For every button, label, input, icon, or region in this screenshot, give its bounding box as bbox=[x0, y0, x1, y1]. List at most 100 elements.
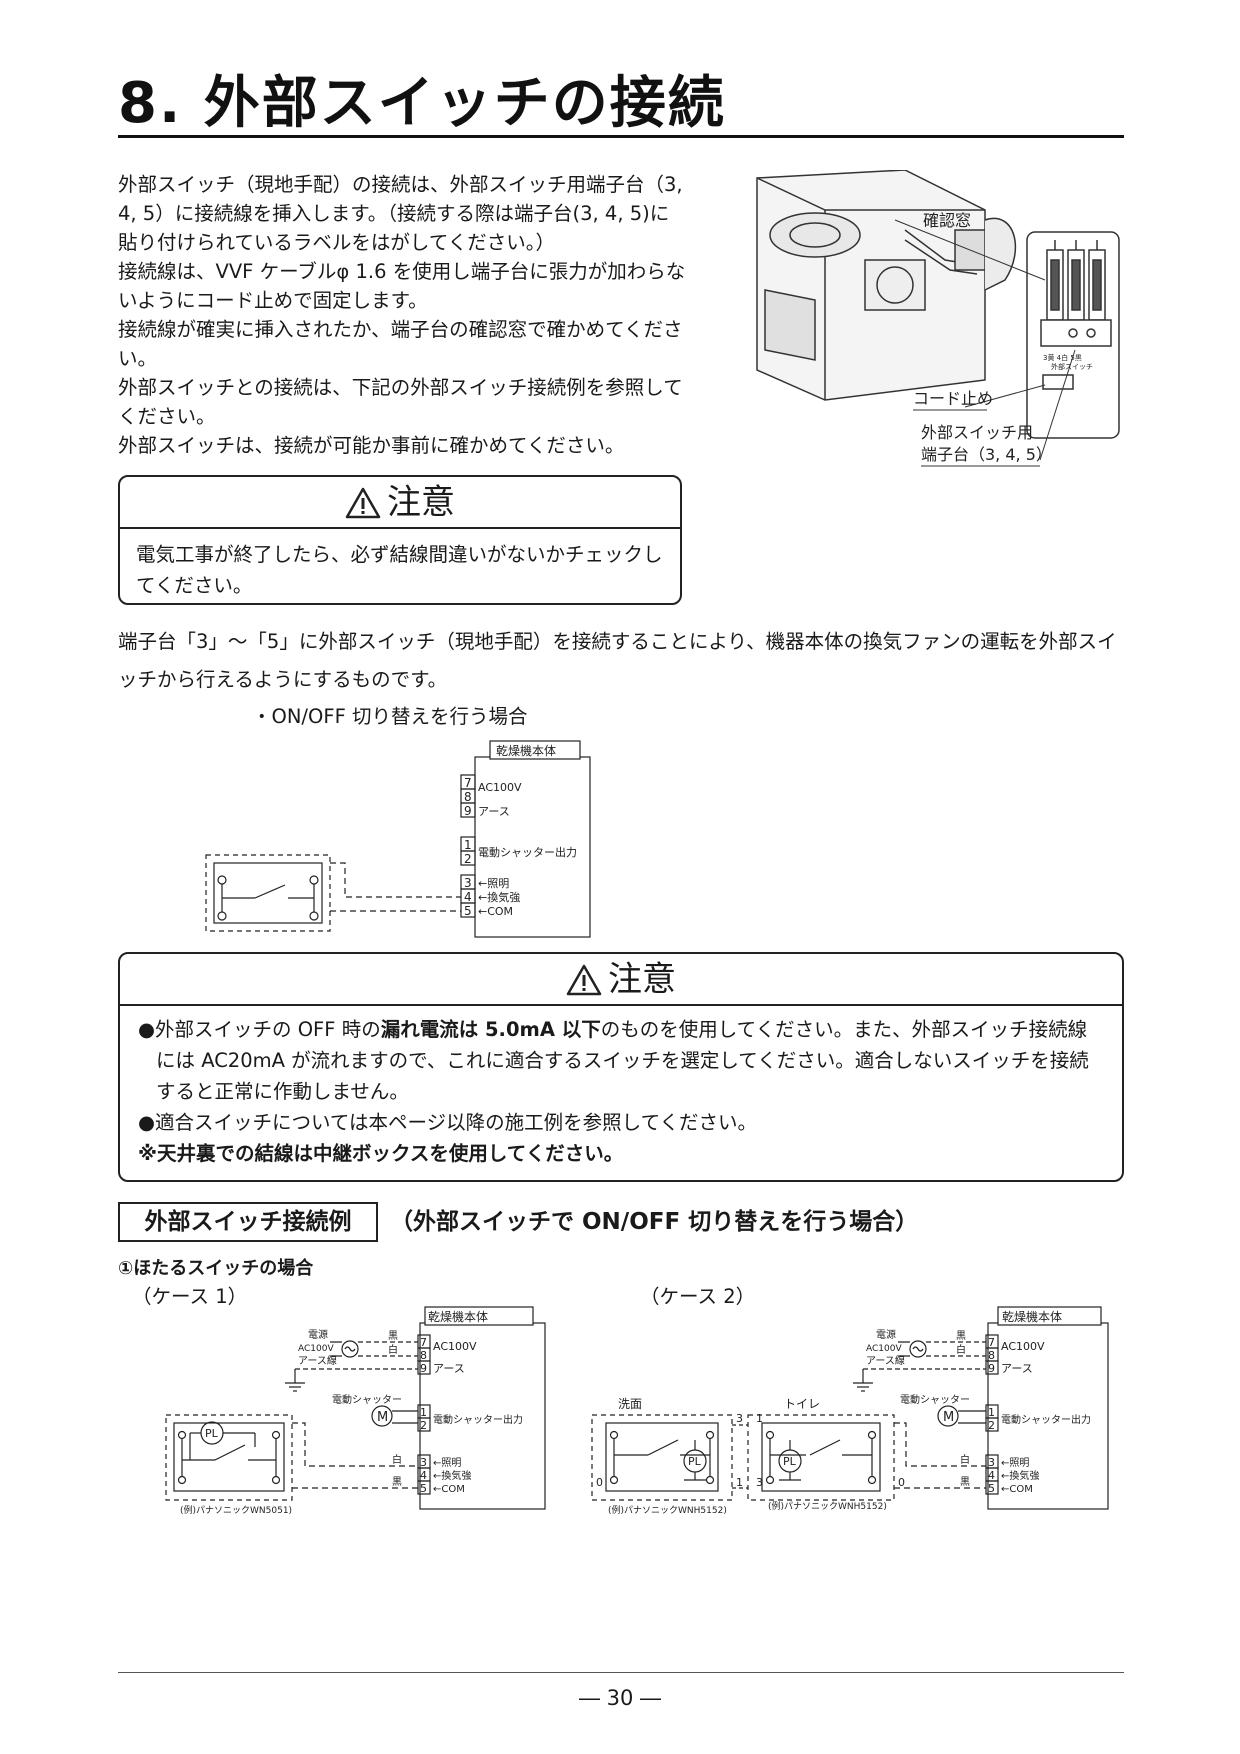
case1-earth: アース bbox=[433, 1362, 465, 1375]
intro-p2: 接続線は、VVF ケーブルφ 1.6 を使用し端子台に張力が加わらないようにコー… bbox=[118, 260, 686, 312]
label-com: ←COM bbox=[478, 905, 513, 918]
case1-white-top: 白 bbox=[388, 1343, 398, 1356]
case1-t9: 9 bbox=[420, 1362, 427, 1375]
title-rule bbox=[118, 135, 1124, 138]
case2-toilet: トイレ bbox=[784, 1397, 820, 1411]
case1-t3: 3 bbox=[420, 1456, 427, 1469]
label-light: ←照明 bbox=[478, 877, 509, 890]
footer-rule bbox=[118, 1672, 1124, 1673]
case1-unit-label: 乾燥機本体 bbox=[428, 1309, 488, 1324]
hotaru-heading: ①ほたるスイッチの場合 bbox=[118, 1258, 314, 1279]
case2-t9: 9 bbox=[988, 1362, 995, 1375]
case1-label: （ケース 1） bbox=[132, 1285, 248, 1308]
terminal-1: 1 bbox=[464, 838, 472, 852]
case2-black-top: 黒 bbox=[956, 1330, 966, 1342]
case2-n0-b: 0 bbox=[898, 1476, 905, 1489]
onoff-heading: ・ON/OFF 切り替えを行う場合 bbox=[252, 705, 528, 728]
case1-ac100: AC100V bbox=[298, 1344, 334, 1354]
case1-shutter: 電動シャッター bbox=[332, 1393, 402, 1406]
case2-pl-1: PL bbox=[688, 1455, 702, 1468]
case1-t2: 2 bbox=[420, 1419, 427, 1432]
case2-t3: 3 bbox=[988, 1456, 995, 1469]
case1-example: (例)パナソニックWN5051) bbox=[180, 1504, 292, 1516]
case1-t1: 1 bbox=[420, 1406, 427, 1419]
label-terminal-2: 端子台（3, 4, 5） bbox=[921, 445, 1052, 464]
case1-t8: 8 bbox=[420, 1349, 427, 1362]
case2-t5: 5 bbox=[988, 1482, 995, 1495]
terminal-block-drawing bbox=[1040, 240, 1112, 390]
case2-unit-label: 乾燥機本体 bbox=[1002, 1309, 1062, 1324]
terminal-7: 7 bbox=[464, 776, 472, 790]
case1-wiring-diagram: 乾燥機本体 7 8 9 AC100V アース 1 2 電動シャッター出力 3 4… bbox=[165, 1306, 546, 1516]
label-small-1: 3黄 4白 5黒 bbox=[1043, 353, 1082, 362]
case1-com: ←COM bbox=[433, 1484, 465, 1495]
case2-earth-wire: アース線 bbox=[866, 1354, 905, 1367]
case2-n1-a: 1 bbox=[756, 1412, 763, 1425]
case2-t2: 2 bbox=[988, 1419, 995, 1432]
case2-ac100: AC100V bbox=[866, 1344, 902, 1354]
diagram-unit-label: 乾燥機本体 bbox=[496, 743, 556, 758]
case1-black-bot: 黒 bbox=[392, 1476, 402, 1488]
terminal-5: 5 bbox=[464, 904, 472, 918]
intro-p4: 外部スイッチとの接続は、下記の外部スイッチ接続例を参照してください。 bbox=[118, 376, 683, 428]
unit-photo-illustration: 確認窓 3黄 4白 5黒 外部スイッチ コード止め 外部スイッチ用 端子台（3,… bbox=[756, 170, 1120, 467]
leader-terminal bbox=[1039, 349, 1076, 461]
unit-body-drawing bbox=[756, 170, 1017, 401]
terminal-3: 3 bbox=[464, 876, 472, 890]
caution-body-1: 電気工事が終了したら、必ず結線間違いがないかチェックしてください。 bbox=[136, 543, 663, 597]
case2-label: （ケース 2） bbox=[640, 1285, 756, 1308]
case1-t7: 7 bbox=[420, 1336, 427, 1349]
case1-white-bot: 白 bbox=[392, 1453, 402, 1466]
case1-t5: 5 bbox=[420, 1482, 427, 1495]
label-small-2: 外部スイッチ bbox=[1051, 362, 1093, 371]
case2-t7: 7 bbox=[988, 1336, 995, 1349]
case2-n3-b: 3 bbox=[756, 1476, 763, 1489]
caution-heading-1: 注意 bbox=[120, 477, 680, 529]
case2-earth: アース bbox=[1001, 1362, 1033, 1375]
case2-t1: 1 bbox=[988, 1406, 995, 1419]
caution-heading-2: 注意 bbox=[120, 954, 1122, 1006]
case2-example-2: (例)パナソニックWNH5152) bbox=[768, 1500, 887, 1512]
case2-vent: ←換気強 bbox=[1001, 1469, 1039, 1482]
case1-earth-wire: アース線 bbox=[298, 1354, 337, 1367]
terminal-4: 4 bbox=[464, 890, 472, 904]
case2-light: ←照明 bbox=[1001, 1457, 1029, 1469]
case2-motor: M bbox=[943, 1410, 954, 1425]
case2-ac: AC100V bbox=[1001, 1340, 1045, 1353]
case2-wiring-diagram: 乾燥機本体 7 8 9 AC100V アース 1 2 電動シャッター出力 3 4… bbox=[591, 1306, 1109, 1516]
intro-p5: 外部スイッチは、接続が可能か事前に確かめてください。 bbox=[118, 434, 625, 457]
case2-n1-b: 1 bbox=[736, 1476, 743, 1489]
case2-washroom: 洗面 bbox=[618, 1397, 642, 1411]
case2-com: ←COM bbox=[1001, 1484, 1033, 1495]
case2-example-1: (例)パナソニックWNH5152) bbox=[608, 1504, 727, 1516]
case2-t8: 8 bbox=[988, 1349, 995, 1362]
label-earth: アース bbox=[478, 805, 510, 818]
caution-box-1: 注意 電気工事が終了したら、必ず結線間違いがないかチェックしてください。 bbox=[118, 475, 682, 605]
case2-power: 電源 bbox=[876, 1328, 896, 1341]
intro-text: 外部スイッチ（現地手配）の接続は、外部スイッチ用端子台（3, 4, 5）に接続線… bbox=[118, 170, 688, 460]
warning-triangle-icon bbox=[345, 487, 381, 518]
leader-cordstop bbox=[964, 384, 1046, 408]
terminal-2: 2 bbox=[464, 852, 472, 866]
case1-light: ←照明 bbox=[433, 1457, 461, 1469]
case2-shutter: 電動シャッター bbox=[900, 1393, 970, 1406]
description-paragraph: 端子台「3」～「5」に外部スイッチ（現地手配）を接続することにより、機器本体の換… bbox=[118, 630, 1117, 691]
caution-box-2: 注意 ●外部スイッチの OFF 時の漏れ電流は 5.0mA 以下のものを使用して… bbox=[118, 952, 1124, 1182]
intro-p1: 外部スイッチ（現地手配）の接続は、外部スイッチ用端子台（3, 4, 5）に接続線… bbox=[118, 173, 683, 254]
case2-shutter-out: 電動シャッター出力 bbox=[1001, 1413, 1091, 1426]
caution-body-2: ●外部スイッチの OFF 時の漏れ電流は 5.0mA 以下のものを使用してくださ… bbox=[120, 1006, 1122, 1169]
page-number: ― 30 ― bbox=[578, 1686, 662, 1710]
case1-ac: AC100V bbox=[433, 1340, 477, 1353]
section-heading-text: （外部スイッチで ON/OFF 切り替えを行う場合） bbox=[390, 1209, 919, 1235]
case1-pl: PL bbox=[205, 1427, 219, 1440]
caution-title-1: 注意 bbox=[387, 482, 455, 523]
case1-black-top: 黒 bbox=[388, 1330, 398, 1342]
case1-motor: M bbox=[377, 1410, 388, 1425]
bullet1-pre: ●外部スイッチの OFF 時の bbox=[138, 1018, 381, 1041]
caution-note: ※天井裏での結線は中継ボックスを使用してください。 bbox=[138, 1142, 624, 1165]
case1-power: 電源 bbox=[308, 1328, 328, 1341]
case2-white-top: 白 bbox=[956, 1343, 966, 1356]
case2-pl-2: PL bbox=[783, 1455, 797, 1468]
case1-vent: ←換気強 bbox=[433, 1469, 471, 1482]
leader-window bbox=[894, 219, 1046, 281]
